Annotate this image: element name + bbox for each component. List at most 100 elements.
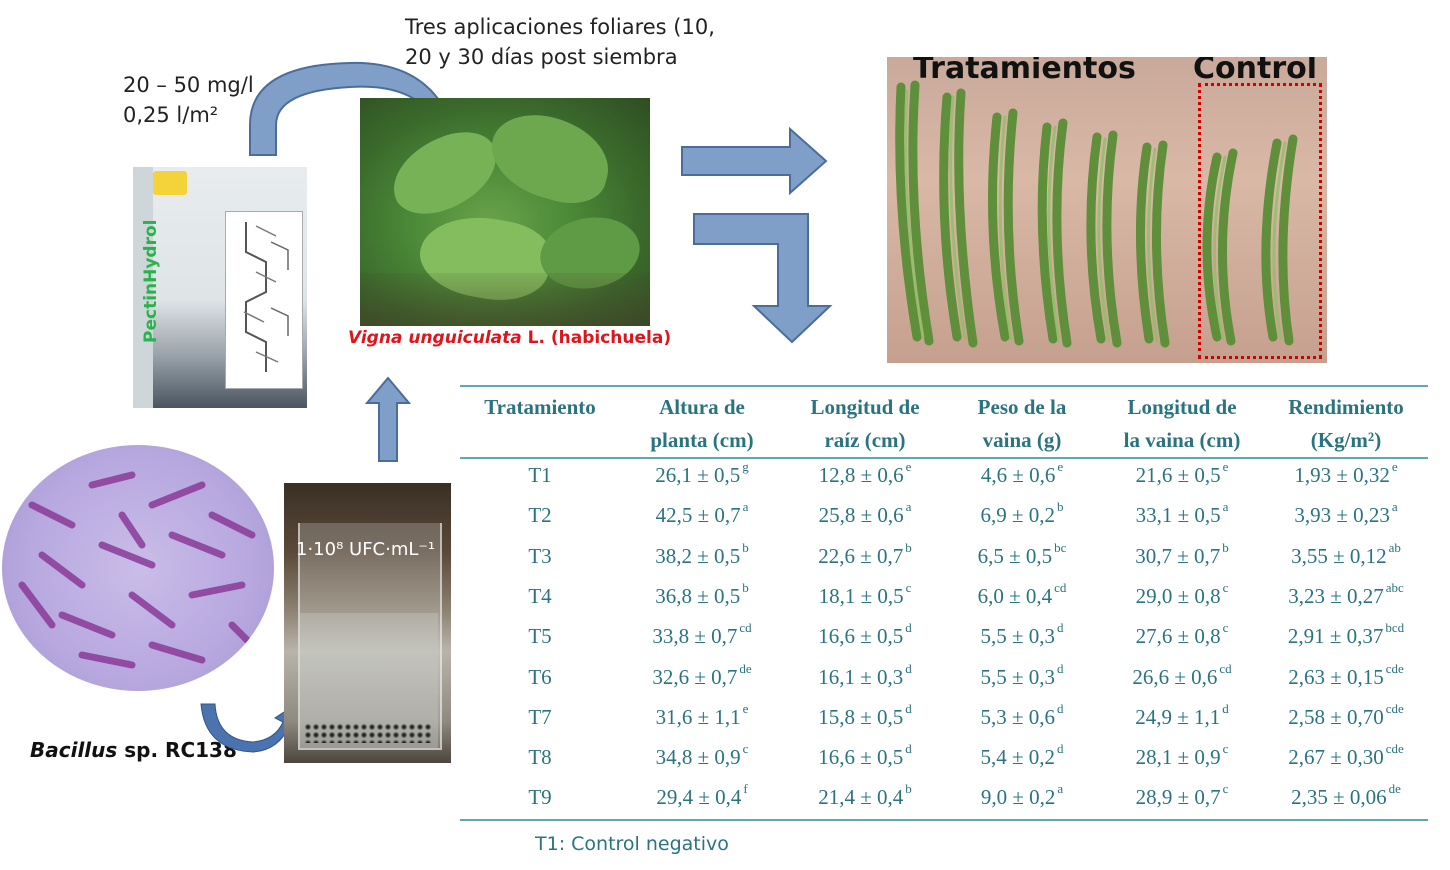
- significance-letters: a: [1057, 781, 1064, 797]
- cell-value: 4,6 ± 0,6: [980, 463, 1056, 487]
- significance-letters: de: [1388, 781, 1401, 797]
- dose-concentration: 20 – 50 mg/l: [123, 73, 254, 97]
- pectinhydrol-jug-photo: PectinHydrol: [133, 167, 307, 408]
- cell-value: 9,0 ± 0,2: [980, 785, 1056, 810]
- cell-value: 22,6 ± 0,7: [818, 543, 904, 568]
- cell-value: 33,1 ± 0,5: [1135, 503, 1221, 528]
- cell-value: 16,1 ± 0,3: [818, 664, 904, 689]
- arrow-up-icon: [364, 376, 412, 462]
- cell-value: 5,5 ± 0,3: [980, 664, 1056, 689]
- cell-value: T3: [528, 543, 552, 568]
- cell-value: 34,8 ± 0,9: [655, 745, 741, 770]
- cell-value: 3,55 ± 0,12: [1291, 543, 1387, 568]
- arrow-bent-down-icon: [693, 213, 833, 344]
- table-header-line: Tratamiento: [484, 395, 596, 419]
- significance-letters: g: [742, 459, 749, 474]
- cell-value: T7: [528, 704, 552, 729]
- bacteria-label-genus: Bacillus: [30, 738, 118, 762]
- cell-value: 6,5 ± 0,5: [977, 543, 1053, 568]
- cell-value: 26,1 ± 0,5: [655, 463, 741, 487]
- treatment-id-cell: T5: [465, 624, 615, 649]
- cell-value: 38,2 ± 0,5: [655, 543, 741, 568]
- significance-letters: e: [1391, 459, 1398, 474]
- treatment-id-cell: T1: [465, 463, 615, 488]
- cell-value: 28,9 ± 0,7: [1135, 785, 1221, 810]
- cell-value: 6,9 ± 0,2: [980, 503, 1056, 528]
- cell-value: 2,35 ± 0,06: [1291, 785, 1387, 810]
- significance-letters: e: [742, 700, 749, 716]
- cell-value: 2,58 ± 0,70: [1288, 704, 1384, 729]
- significance-letters: ab: [1388, 539, 1401, 555]
- significance-letters: b: [742, 539, 749, 555]
- significance-letters: cde: [1385, 700, 1404, 716]
- cell-value: T6: [528, 664, 552, 689]
- cell-value: 5,3 ± 0,6: [980, 704, 1056, 729]
- table-header-line: raíz (cm): [824, 428, 906, 452]
- cell-value: 6,0 ± 0,4: [977, 583, 1053, 608]
- significance-letters: c: [1222, 741, 1229, 757]
- significance-letters: b: [905, 781, 912, 797]
- cell-value: 29,0 ± 0,8: [1135, 583, 1221, 608]
- significance-letters: cde: [1385, 660, 1404, 676]
- cell-value: 3,93 ± 0,23: [1294, 503, 1390, 528]
- significance-letters: abc: [1385, 579, 1404, 595]
- cell-value: 27,6 ± 0,8: [1135, 624, 1221, 649]
- significance-letters: c: [1222, 579, 1229, 595]
- cell-value: 15,8 ± 0,5: [818, 704, 904, 729]
- table-header-rule: [460, 457, 1428, 459]
- significance-letters: d: [905, 741, 912, 757]
- table-header-cell: Peso de la vaina (g): [952, 391, 1092, 457]
- product-label: PectinHydrol: [141, 220, 161, 344]
- table-header-line: vaina (g): [982, 428, 1062, 452]
- significance-letters: e: [1222, 459, 1229, 474]
- significance-letters: e: [1057, 459, 1064, 474]
- significance-letters: a: [742, 499, 749, 515]
- table-header-cell: Tratamiento: [465, 391, 615, 424]
- significance-letters: e: [905, 459, 912, 474]
- control-highlight-box: [1198, 83, 1322, 359]
- significance-letters: b: [905, 539, 912, 555]
- significance-letters: c: [905, 579, 912, 595]
- cell-value: 26,6 ± 0,6: [1132, 664, 1218, 689]
- significance-letters: d: [1057, 620, 1064, 636]
- treatment-id-cell: T6: [465, 665, 615, 690]
- cell-value: 36,8 ± 0,5: [655, 583, 741, 608]
- bacteria-label: Bacillus sp. RC138: [30, 738, 237, 762]
- cell-value: T9: [528, 785, 552, 810]
- cell-value: 28,1 ± 0,9: [1135, 745, 1221, 770]
- cell-value: 30,7 ± 0,7: [1135, 543, 1221, 568]
- cell-value: 18,1 ± 0,5: [818, 583, 904, 608]
- table-footnote: T1: Control negativo: [535, 833, 729, 855]
- cell-value: 16,6 ± 0,5: [818, 624, 904, 649]
- concentration-label: 1·10⁸ UFC·mL⁻¹: [296, 539, 436, 560]
- significance-letters: d: [905, 660, 912, 676]
- significance-letters: de: [739, 660, 752, 676]
- significance-letters: cd: [1054, 579, 1067, 595]
- treatment-id-cell: T2: [465, 503, 615, 528]
- table-header-cell: Rendimiento(Kg/m²): [1266, 391, 1426, 457]
- cell-value: 21,6 ± 0,5: [1135, 463, 1221, 487]
- significance-letters: d: [905, 620, 912, 636]
- table-header-line: Peso de la: [977, 395, 1067, 419]
